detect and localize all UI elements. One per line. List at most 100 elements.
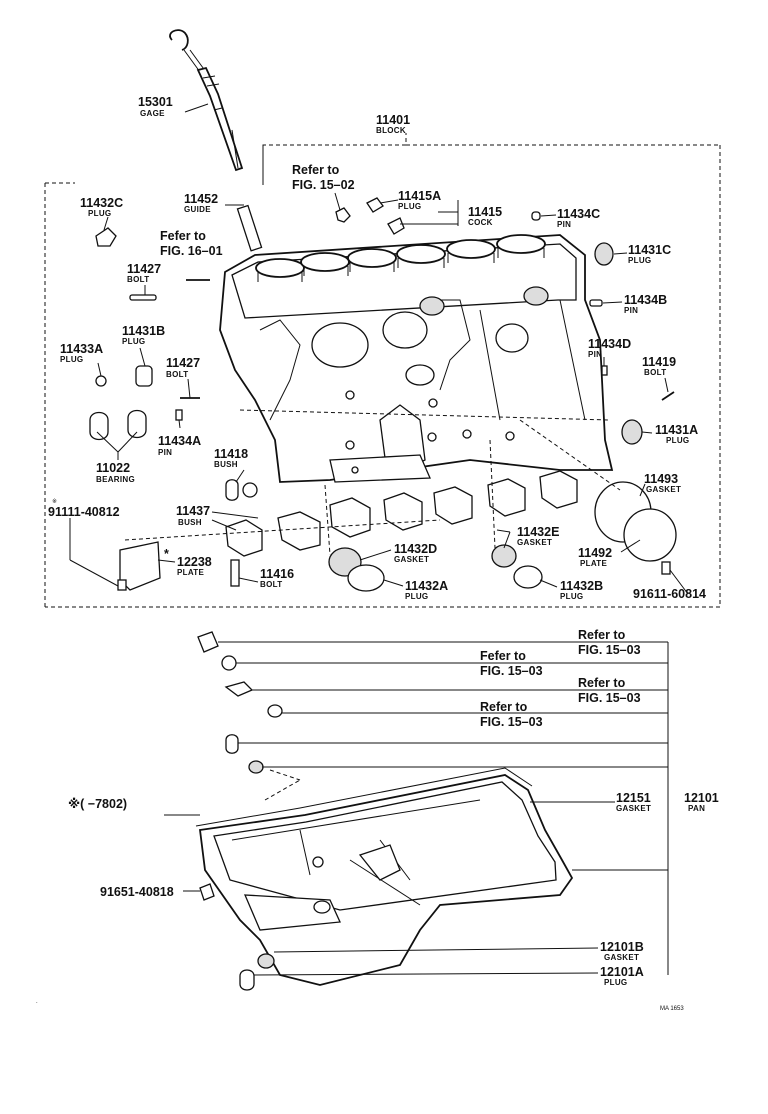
main-bearing-caps [225, 470, 578, 557]
label-12151-name: GASKET [616, 804, 651, 813]
ref-c-line1: Refer to [578, 676, 626, 690]
label-11401-number: 11401 [376, 113, 410, 127]
label-91651-number: 91651-40818 [100, 885, 174, 899]
label-11434A-name: PIN [158, 448, 172, 457]
label-11432B-name: PLUG [560, 592, 583, 601]
drawing-id: MA 1653 [660, 1006, 685, 1012]
label-11434C-number: 11434C [557, 207, 600, 221]
label-11452-number: 11452 [184, 192, 218, 206]
label-11432D-number: 11432D [394, 542, 437, 556]
label-11431C-number: 11431C [628, 243, 671, 257]
label-11418-number: 11418 [214, 447, 248, 461]
label-11401-name: BLOCK [376, 126, 406, 135]
oil-pan [195, 767, 574, 986]
label-11431B-name: PLUG [122, 337, 145, 346]
pan-gasket-outline [195, 767, 533, 827]
dashed-explode-lines [124, 409, 621, 801]
cylinder-block [219, 234, 614, 483]
label-11432C-number: 11432C [80, 196, 123, 210]
ref-d-line2: FIG. 15–03 [480, 715, 543, 729]
label-11419-name: BOLT [644, 368, 666, 377]
label-11419-number: 11419 [642, 355, 676, 369]
label-11434D-number: 11434D [588, 337, 631, 351]
label-11432B-number: 11432B [560, 579, 603, 593]
label-11416-name: BOLT [260, 580, 282, 589]
label-11427a-name: BOLT [127, 275, 149, 284]
label-11415A-number: 11415A [398, 189, 441, 203]
label-11493-number: 11493 [644, 472, 678, 486]
label-11437-number: 11437 [176, 504, 210, 518]
ref-b-line1: Fefer to [480, 649, 526, 663]
rear-cover-parts [117, 481, 677, 592]
label-12151-number: 12151 [616, 791, 651, 805]
cylinder-bores [255, 234, 546, 282]
label-12101-name: PAN [688, 804, 705, 813]
callout-labels: 15301 GAGE 11401 BLOCK 11432C PLUG 11452… [48, 95, 719, 987]
small-parts-upper [89, 197, 675, 501]
star-91111: ※ [52, 499, 57, 505]
ref-a-line2: FIG. 15–03 [578, 643, 641, 657]
block-group-frame [44, 133, 721, 608]
label-11431B-number: 11431B [122, 324, 165, 338]
ref-15-02-line2: FIG. 15–02 [292, 178, 355, 192]
star-12238: * [164, 547, 169, 561]
ref-16-01-line1: Fefer to [160, 229, 206, 243]
label-11022-number: 11022 [96, 461, 130, 475]
label-11431C-name: PLUG [628, 256, 651, 265]
label-91111-number: 91111-40812 [48, 505, 120, 519]
label-11434B-name: PIN [624, 306, 638, 315]
label-11434C-name: PIN [557, 220, 571, 229]
label-11452-name: GUIDE [184, 205, 211, 214]
label-11416-number: 11416 [260, 567, 294, 581]
figure-references: Refer to FIG. 15–02 Fefer to FIG. 16–01 … [160, 163, 641, 729]
label-11431A-name: PLUG [666, 436, 689, 445]
ref-b-line2: FIG. 15–03 [480, 664, 543, 678]
production-note: ※( −7802) [68, 797, 127, 811]
label-12238-name: PLATE [177, 568, 204, 577]
label-11427a-number: 11427 [127, 262, 161, 276]
label-11022-name: BEARING [96, 475, 135, 484]
label-12101-number: 12101 [684, 791, 719, 805]
label-11432A-name: PLUG [405, 592, 428, 601]
ref-16-01-line2: FIG. 16–01 [160, 244, 223, 258]
label-11492-number: 11492 [578, 546, 612, 560]
dipstick-gage [169, 29, 244, 172]
label-11427b-number: 11427 [166, 356, 200, 370]
label-11434D-name: PIN [588, 350, 602, 359]
label-11415A-name: PLUG [398, 202, 421, 211]
label-15301-name: GAGE [140, 109, 165, 118]
label-11434A-number: 11434A [158, 434, 201, 448]
corner-mark: . [36, 999, 38, 1005]
label-12101B-name: GASKET [604, 953, 639, 962]
label-11432C-name: PLUG [88, 209, 111, 218]
label-12101A-name: PLUG [604, 978, 627, 987]
label-11432E-number: 11432E [517, 525, 559, 539]
label-11427b-name: BOLT [166, 370, 188, 379]
ref-d-line1: Refer to [480, 700, 528, 714]
ref-15-02-line1: Refer to [292, 163, 340, 177]
label-11437-name: BUSH [178, 518, 202, 527]
label-11415-number: 11415 [468, 205, 502, 219]
label-11492-name: PLATE [580, 559, 607, 568]
label-11431A-number: 11431A [655, 423, 698, 437]
label-12101A-number: 12101A [600, 965, 644, 979]
label-11432D-name: GASKET [394, 555, 429, 564]
label-12238-number: 12238 [177, 555, 212, 569]
ref-c-line2: FIG. 15–03 [578, 691, 641, 705]
label-11493-name: GASKET [646, 485, 681, 494]
label-11432A-number: 11432A [405, 579, 448, 593]
label-11433A-number: 11433A [60, 342, 103, 356]
label-12101B-number: 12101B [600, 940, 644, 954]
label-11434B-number: 11434B [624, 293, 667, 307]
note-7802: ※( −7802) [68, 797, 127, 811]
label-11433A-name: PLUG [60, 355, 83, 364]
label-11418-name: BUSH [214, 460, 238, 469]
lower-drain-parts [197, 631, 283, 991]
label-11432E-name: GASKET [517, 538, 552, 547]
leader-lines [69, 103, 689, 976]
label-15301-number: 15301 [138, 95, 173, 109]
ref-a-line1: Refer to [578, 628, 626, 642]
label-11415-name: COCK [468, 218, 493, 227]
label-91611-number: 91611-60814 [633, 587, 706, 601]
